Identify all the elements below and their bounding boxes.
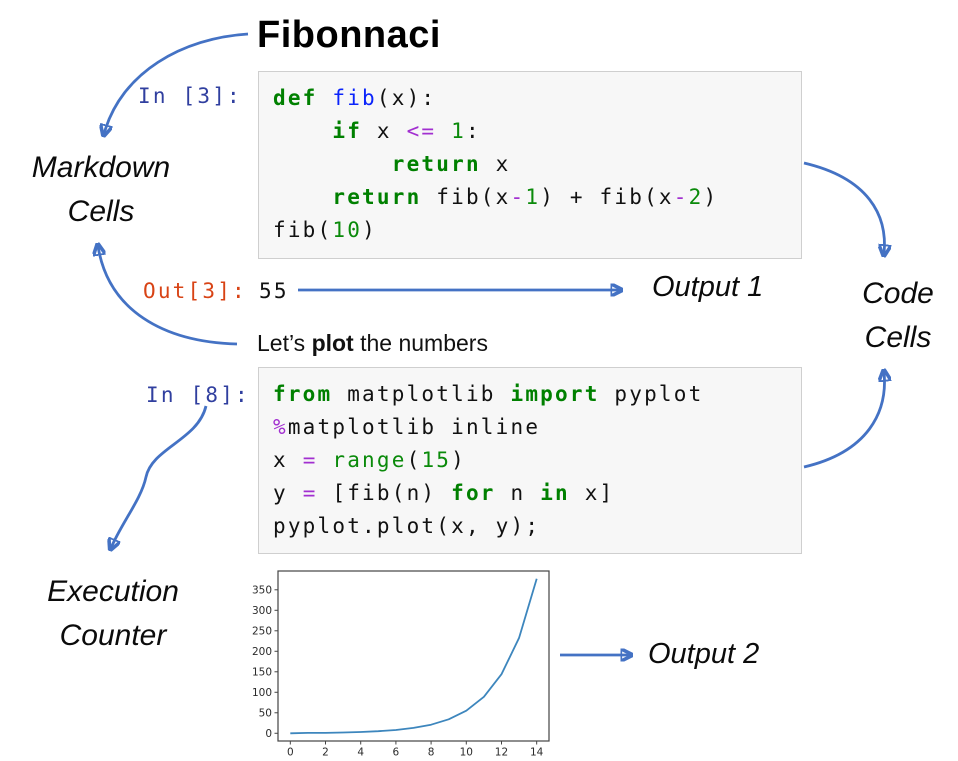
execution-counter-label: Execution Counter — [23, 570, 203, 658]
markdown-sentence-bold: plot — [311, 330, 354, 356]
arrow-cell2-to-code-cells — [803, 372, 884, 469]
code-cell-1: def fib(x): if x <= 1: return x return f… — [258, 71, 802, 259]
input-prompt-3: In [3]: — [138, 84, 242, 108]
code-cells-label: Code Cells — [838, 272, 958, 360]
x-tick-label: 12 — [495, 747, 508, 759]
code-line: return fib(x-1) + fib(x-2) — [332, 185, 719, 209]
fibonacci-line-chart: 0 2 4 6 8 10 12 14 0 50 100 150 200 250 300 350 — [252, 570, 550, 759]
code-line: y = [fib(n) for n in x] — [273, 481, 615, 505]
code-line: def fib(x): — [273, 86, 437, 110]
code-line: fib(10) — [273, 218, 377, 242]
markdown-cells-label: Markdown Cells — [15, 146, 187, 234]
arrow-in8-to-execution-counter — [111, 405, 208, 548]
output1-label: Output 1 — [652, 271, 764, 303]
code-cells-line1: Code — [862, 277, 934, 310]
page-title: Fibonnaci — [257, 14, 441, 56]
x-tick-label: 10 — [460, 747, 473, 759]
code-line: return x — [391, 152, 511, 176]
y-tick-label: 200 — [252, 646, 272, 658]
input-prompt-8: In [8]: — [146, 383, 250, 407]
code-line: x = range(15) — [273, 448, 466, 472]
fib-series-line — [290, 578, 538, 735]
markdown-cells-line1: Markdown — [31, 151, 171, 184]
x-tick-label: 4 — [357, 747, 364, 759]
y-tick-label: 300 — [252, 605, 272, 617]
y-tick-label: 100 — [252, 687, 272, 699]
markdown-sentence: Let’s plot the numbers — [257, 330, 488, 357]
markdown-cells-line2: Cells — [67, 195, 135, 228]
code-line: from matplotlib import pyplot — [273, 382, 704, 406]
x-tick-label: 0 — [287, 747, 294, 759]
markdown-sentence-suffix: the numbers — [353, 330, 488, 356]
x-tick-label: 2 — [322, 747, 329, 759]
code-cell-2: from matplotlib import pyplot %matplotlib… — [258, 367, 802, 554]
code-line: pyplot.plot(x, y); — [273, 514, 541, 538]
y-tick-label: 0 — [265, 728, 272, 740]
y-tick-label: 250 — [252, 625, 272, 637]
output2-label: Output 2 — [648, 638, 760, 670]
execution-counter-line2: Counter — [59, 619, 167, 652]
output-value-55: 55 — [259, 279, 289, 303]
arrow-cell1-to-code-cells — [803, 161, 884, 254]
code-line: if x <= 1: — [332, 119, 481, 143]
code-line: %matplotlib inline — [273, 415, 541, 439]
y-tick-label: 350 — [252, 584, 272, 596]
x-tick-label: 6 — [393, 747, 400, 759]
code-cells-line2: Cells — [864, 321, 932, 354]
x-tick-label: 14 — [530, 747, 544, 759]
axes-frame — [277, 570, 550, 742]
y-tick-label: 50 — [259, 707, 272, 719]
y-tick-label: 150 — [252, 666, 272, 678]
markdown-sentence-prefix: Let’s — [257, 330, 312, 356]
output-prompt-3: Out[3]: — [143, 279, 247, 303]
x-tick-label: 8 — [428, 747, 435, 759]
execution-counter-line1: Execution — [47, 575, 179, 608]
